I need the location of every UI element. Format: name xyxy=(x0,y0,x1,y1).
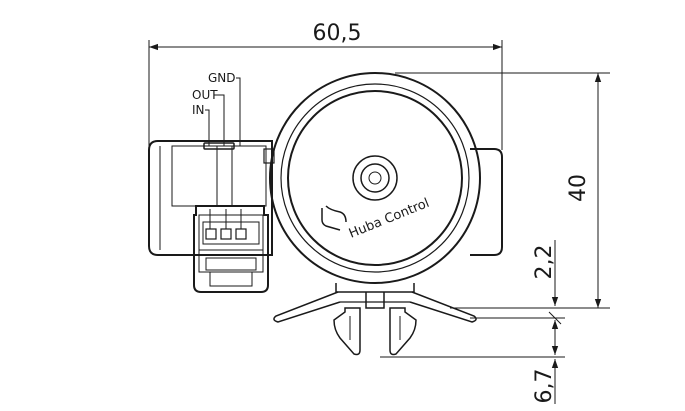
plug xyxy=(193,205,269,293)
right-tab xyxy=(470,148,503,256)
pin-label-in: IN xyxy=(192,103,205,117)
width-dimension-label: 60,5 xyxy=(313,21,362,46)
brand-mark: Huba Control xyxy=(321,196,432,242)
pin-labels: GND OUT IN xyxy=(192,71,241,206)
clip-length-dimension: 6,7 xyxy=(380,322,565,404)
brand-logo-text: Huba Control xyxy=(347,196,432,242)
pin-label-gnd: GND xyxy=(208,71,236,85)
height-dimension: 40 xyxy=(395,72,610,309)
clip-offset-dimension: 2,2 xyxy=(470,240,565,330)
pin-label-out: OUT xyxy=(192,88,218,102)
width-dimension: 60,5 xyxy=(148,21,503,150)
height-dimension-label: 40 xyxy=(566,174,591,202)
clip-length-label: 6,7 xyxy=(532,369,557,404)
connector-housing xyxy=(148,140,275,256)
clip-offset-label: 2,2 xyxy=(532,245,557,280)
mounting-clip xyxy=(273,283,477,356)
main-housing xyxy=(269,72,481,284)
